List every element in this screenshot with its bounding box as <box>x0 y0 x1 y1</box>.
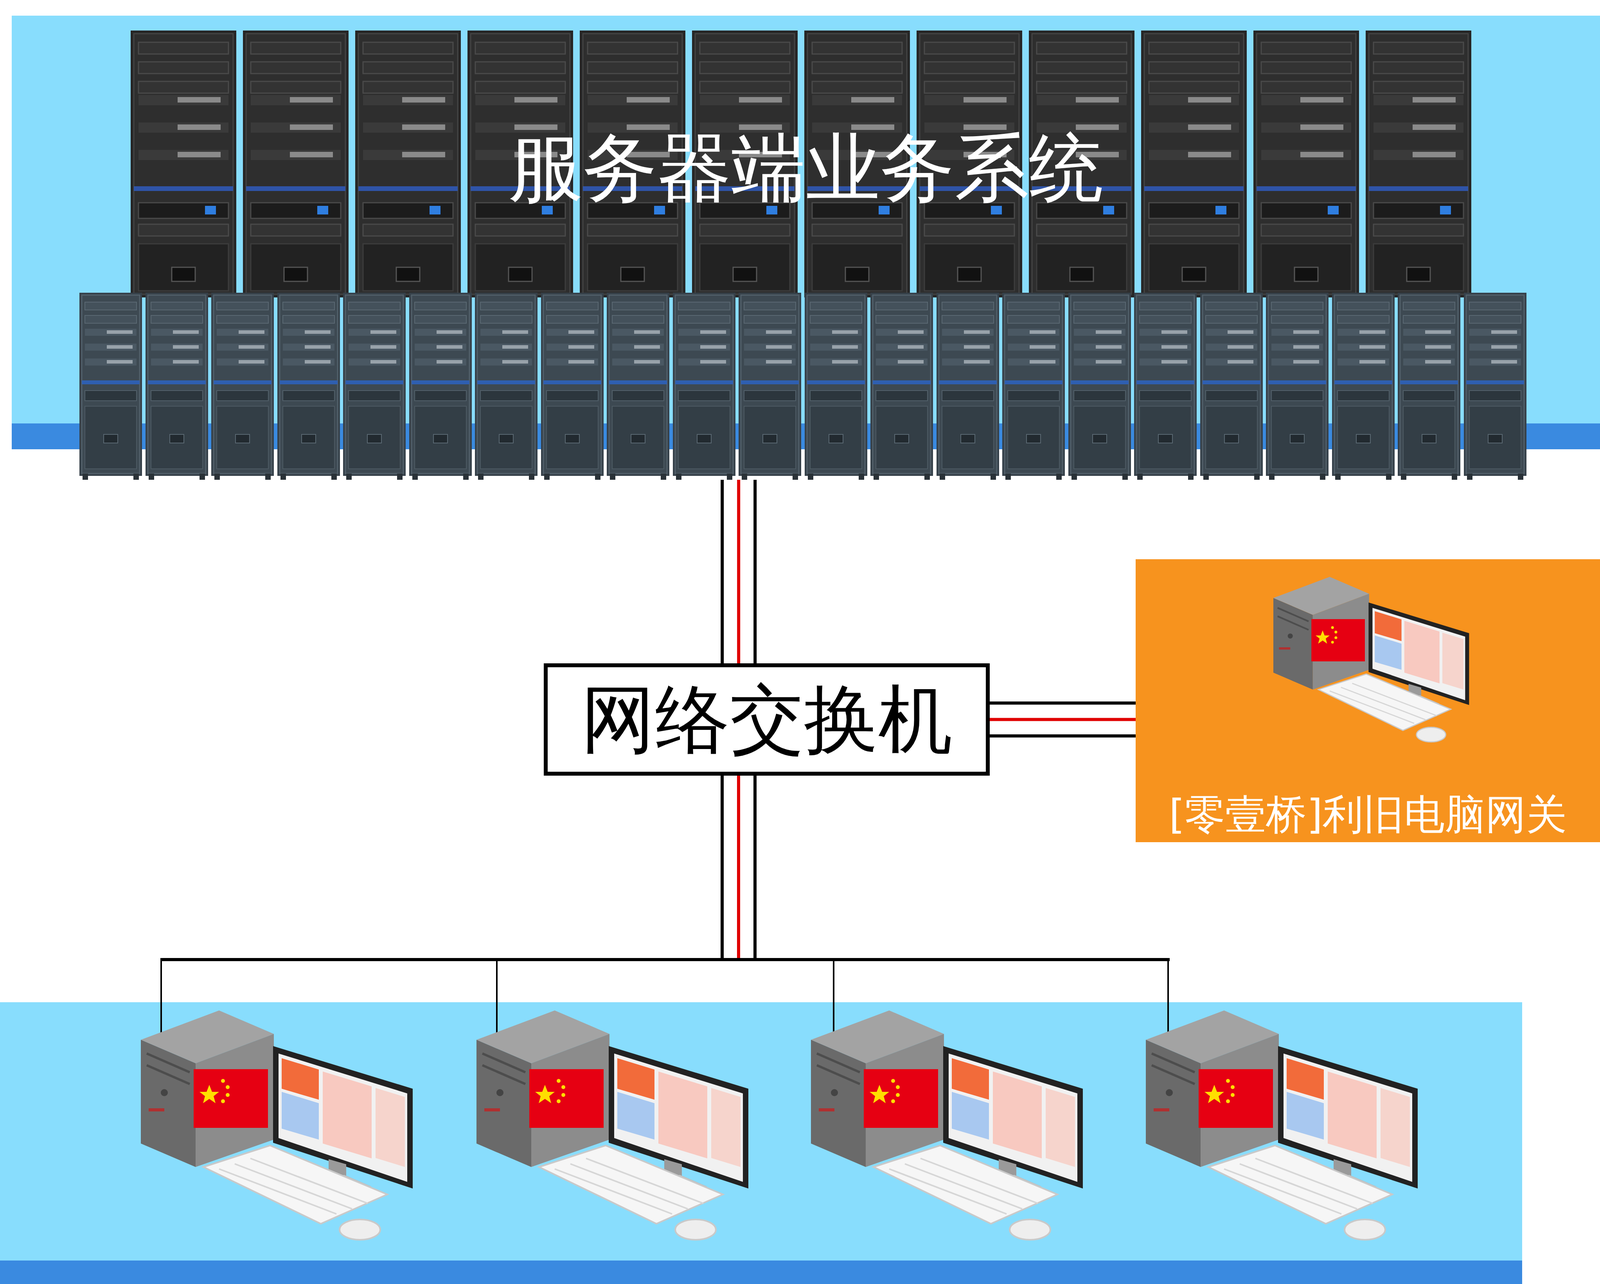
wire-strand <box>989 701 1136 705</box>
network-cable <box>989 702 1136 736</box>
node-label: 服务器端业务系统 <box>508 123 1104 213</box>
gateway-panel <box>1135 559 1600 842</box>
network-cable <box>722 479 756 664</box>
client-band <box>0 1001 1523 1284</box>
server-racks-front <box>79 292 1527 480</box>
server-racks-back <box>130 30 1472 298</box>
wire-strand <box>989 734 1136 738</box>
node-label: [零壹桥]利旧电脑网关 <box>1168 789 1567 839</box>
switch-box: 网络交换机 <box>543 663 990 776</box>
client-computers <box>140 1010 1418 1240</box>
band-strip <box>0 1260 1523 1284</box>
gateway-panel: [零壹桥]利旧电脑网关 <box>1135 559 1600 842</box>
client-computer <box>140 1010 413 1240</box>
lower-wire <box>160 775 1170 1046</box>
band-ground <box>0 1001 1523 1284</box>
node-label: 网络交换机 <box>580 674 953 765</box>
panel-ground <box>1135 559 1600 842</box>
wire-strand <box>989 717 1136 721</box>
wire-strand <box>737 479 741 664</box>
client-computer <box>476 1010 749 1240</box>
gateway-computer <box>1273 576 1469 742</box>
wire-strand <box>753 479 757 664</box>
client-computer <box>1145 1010 1418 1240</box>
wire-strand <box>720 479 724 664</box>
client-computer <box>810 1010 1083 1240</box>
server-system-band: 服务器端业务系统 <box>11 15 1600 480</box>
